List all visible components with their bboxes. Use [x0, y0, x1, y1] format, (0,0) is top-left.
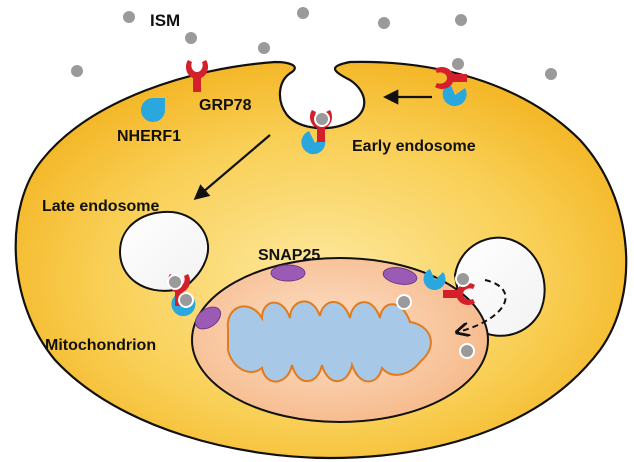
label-late-endosome: Late endosome: [42, 198, 159, 215]
grp78-receptor: [435, 66, 467, 90]
ism-particle: [376, 15, 392, 31]
ism-particle: [167, 274, 183, 290]
label-grp78: GRP78: [199, 97, 252, 114]
nherf1-protein: [301, 131, 326, 155]
snap25-protein: [194, 306, 222, 330]
arrow-to-late-endosome: [193, 134, 271, 200]
label-early-endosome: Early endosome: [352, 138, 476, 155]
ism-particle: [455, 271, 471, 287]
arrow-dashed-release: [458, 279, 507, 332]
nherf1-protein: [442, 83, 467, 107]
label-mitochondrion: Mitochondrion: [45, 337, 156, 354]
ism-particles: [69, 5, 559, 359]
ism-particle: [256, 40, 272, 56]
ism-particle: [543, 66, 559, 82]
mitochondrion-cristae: [226, 300, 432, 383]
label-ism: ISM: [150, 11, 180, 30]
nherf1-protein: [423, 269, 446, 291]
ism-particle: [314, 111, 330, 127]
mitochondrion: [191, 257, 489, 423]
grp78-receptor: [185, 60, 209, 92]
ism-particle: [459, 343, 475, 359]
ism-particle: [453, 12, 469, 28]
nherf1-protein: [141, 98, 165, 122]
ism-particle: [396, 294, 412, 310]
snap25-protein: [270, 264, 306, 282]
label-nherf1: NHERF1: [117, 128, 181, 145]
ism-particle: [69, 63, 85, 79]
late-endosome-vesicle: [118, 210, 210, 292]
ism-particle: [295, 5, 311, 21]
label-snap25: SNAP25: [258, 247, 320, 264]
snap25-protein: [382, 267, 418, 285]
grp78-receptor: [443, 282, 475, 306]
ism-particle: [183, 30, 199, 46]
ism-particle: [178, 292, 194, 308]
ism-particle: [450, 56, 466, 72]
ism-particle: [121, 9, 137, 25]
